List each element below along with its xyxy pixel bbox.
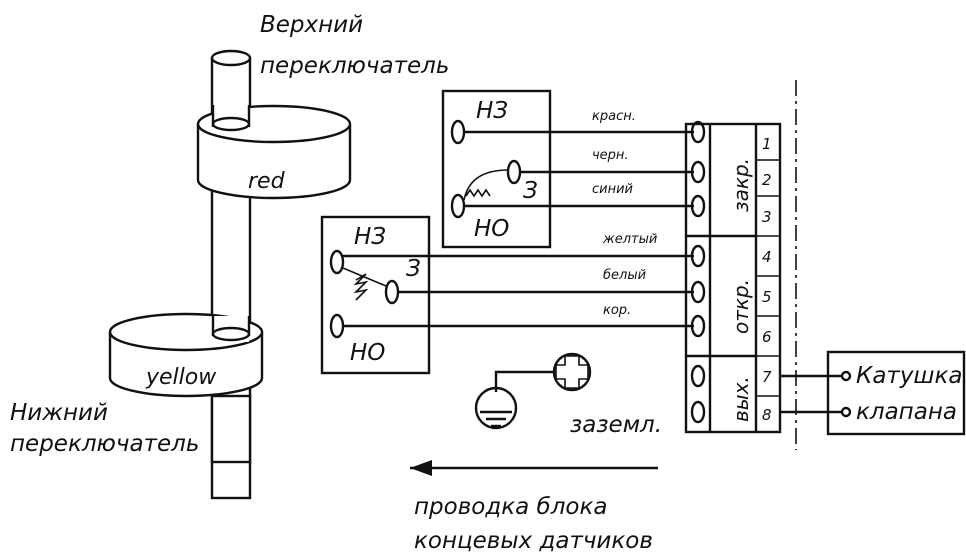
caption-line2: концевых датчиков [414, 528, 653, 554]
lower-switch-label-line1: Нижний [10, 400, 108, 426]
lower-cam [108, 312, 264, 398]
group-label-output: вых. [729, 376, 753, 422]
ground-symbol [474, 352, 592, 430]
terminal-number-3: 3 [762, 208, 772, 226]
wire-label-black: черн. [592, 148, 629, 163]
upper-box-nc-label: НЗ [476, 98, 508, 124]
terminal-number-7: 7 [762, 368, 772, 386]
lower-box-common-label: З [406, 256, 421, 282]
caption-line1: проводка блока [414, 494, 607, 520]
coil-label-line1: Катушка [856, 363, 962, 389]
group-label-close: закр. [729, 158, 753, 212]
terminal-number-1: 1 [762, 135, 772, 153]
ground-label: заземл. [570, 412, 662, 438]
shaft-top [210, 49, 252, 67]
wire-label-white: белый [603, 268, 646, 283]
upper-box-common-label: З [523, 178, 538, 204]
group-label-open: откр. [729, 279, 753, 334]
lower-box-nc-label: НЗ [354, 224, 386, 250]
wires [343, 130, 694, 328]
lower-cam-label: yellow [145, 365, 217, 390]
coil-box [780, 350, 966, 436]
terminal-block [684, 120, 782, 434]
shaft-assembly [108, 49, 352, 500]
upper-switch-label-line1: Верхний [260, 12, 363, 38]
lower-switch-label-line2: переключатель [10, 431, 199, 457]
upper-cam-label: red [248, 169, 286, 194]
direction-arrow [410, 460, 658, 476]
wire-label-blue: синий [592, 182, 633, 197]
wire-label-yellow: желтый [602, 232, 657, 247]
terminal-number-6: 6 [762, 328, 772, 346]
wire-label-red: красн. [592, 109, 636, 124]
wire-label-brown: кор. [603, 303, 631, 318]
upper-box-no-label: НО [474, 216, 509, 242]
terminal-number-8: 8 [762, 406, 772, 424]
coil-label-line2: клапана [856, 399, 957, 425]
lower-box-no-label: НО [350, 340, 385, 366]
upper-cam [196, 104, 352, 200]
terminal-number-4: 4 [762, 248, 772, 266]
earth-icon [474, 386, 518, 430]
terminal-number-2: 2 [762, 171, 772, 189]
upper-switch-label-line2: переключатель [260, 53, 449, 79]
terminal-number-5: 5 [762, 288, 772, 306]
